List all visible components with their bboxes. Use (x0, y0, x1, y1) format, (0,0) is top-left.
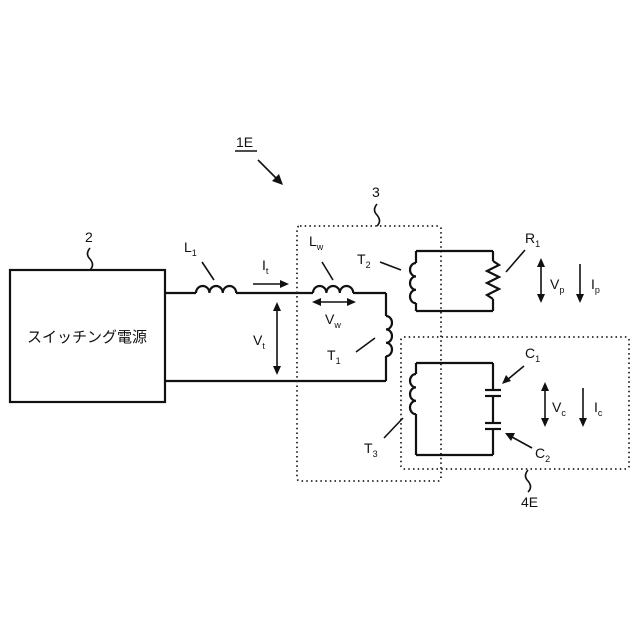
voltage-vw-label: Vw (325, 311, 341, 330)
voltage-vw-arrowhead-left (312, 298, 321, 306)
svg-text:T2: T2 (357, 251, 371, 270)
transformer-t1-label: T1 (327, 347, 341, 366)
power-supply-ref: 2 (85, 229, 93, 245)
voltage-vw-arrowhead-right (347, 298, 356, 306)
voltage-vc-label: Vc (552, 399, 566, 418)
resistor-r1-leader (506, 250, 525, 272)
capacitor-c1-leader (507, 366, 524, 380)
transformer-t1-leader (356, 338, 375, 352)
inductor-lw-coil (313, 286, 353, 293)
transformer-t2-leader (380, 262, 401, 270)
block-4e-ref-leader (526, 470, 531, 492)
capacitor-c1-leader-arrowhead (502, 375, 511, 384)
transformer-t3-coil (410, 374, 416, 414)
system-ref-label: 1E (236, 134, 253, 150)
system-ref-arrow (258, 160, 278, 180)
svg-text:R1: R1 (525, 230, 540, 249)
svg-text:Vc: Vc (552, 399, 566, 418)
power-supply-label: スイッチング電源 (27, 328, 147, 346)
transformer-t2-label: T2 (357, 251, 371, 270)
svg-text:Lw: Lw (309, 233, 324, 252)
inductor-l1-label: L1 (184, 239, 197, 258)
capacitor-c1-label: C1 (525, 345, 540, 364)
inductor-l1-leader (202, 262, 214, 280)
resistor-r1-label: R1 (525, 230, 540, 249)
svg-text:C2: C2 (535, 445, 550, 464)
transformer-t1-primary-coil (386, 316, 392, 356)
voltage-vc-arrowhead-bottom (541, 418, 549, 427)
svg-text:L1: L1 (184, 239, 197, 258)
svg-text:Ip: Ip (591, 276, 600, 295)
voltage-vp-arrowhead-bottom (537, 294, 545, 303)
svg-text:Ic: Ic (594, 399, 603, 418)
svg-text:C1: C1 (525, 345, 540, 364)
inductor-lw-leader (322, 262, 333, 280)
svg-text:Vw: Vw (325, 311, 341, 330)
voltage-vc-arrowhead-top (541, 382, 549, 391)
svg-text:Vt: Vt (253, 332, 265, 351)
block-4e-ref: 4E (521, 494, 538, 510)
svg-text:It: It (262, 257, 269, 276)
capacitor-c2 (485, 423, 501, 429)
capacitor-c2-leader (512, 437, 532, 448)
svg-text:Vp: Vp (550, 276, 564, 295)
current-ip-label: Ip (591, 276, 600, 295)
current-it-arrowhead (280, 280, 289, 288)
svg-text:T3: T3 (364, 440, 378, 459)
voltage-vt-arrowhead-bottom (273, 366, 281, 375)
power-supply-ref-leader (88, 248, 93, 270)
transformer-t3-label: T3 (364, 440, 378, 459)
resistor-r1 (487, 261, 499, 299)
current-ic-label: Ic (594, 399, 603, 418)
voltage-vt-arrowhead-top (273, 302, 281, 311)
current-it-label: It (262, 257, 269, 276)
current-ic-arrowhead (579, 418, 587, 427)
voltage-vt-label: Vt (253, 332, 265, 351)
voltage-vp-arrowhead-top (537, 258, 545, 267)
svg-text:T1: T1 (327, 347, 341, 366)
voltage-vp-label: Vp (550, 276, 564, 295)
block-3-ref-leader (375, 204, 380, 226)
capacitor-c2-label: C2 (535, 445, 550, 464)
block-3-ref: 3 (372, 184, 380, 200)
inductor-l1-coil (196, 286, 236, 293)
transformer-t2-coil (410, 263, 416, 303)
capacitor-c1 (485, 390, 501, 396)
current-ip-arrowhead (576, 294, 584, 303)
inductor-lw-label: Lw (309, 233, 324, 252)
